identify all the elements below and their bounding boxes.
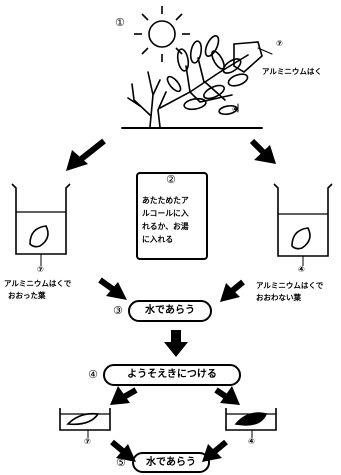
foil-label: アルミニウムはく <box>262 67 322 76</box>
iodine-step: ようそえきにつける <box>103 364 241 386</box>
arrow-to-iodine <box>164 330 188 357</box>
wash-step-1: 水であらう <box>128 300 212 322</box>
step-1-number: ① <box>115 16 125 29</box>
beaker-right <box>273 183 333 266</box>
left-beaker-mark: ⑦ <box>37 265 44 274</box>
heating-text-line-3: れるか、お湯 <box>142 222 189 231</box>
right-beaker-mark: ④ <box>298 265 305 274</box>
arrow-down-right <box>249 138 276 164</box>
arrow-to-wash-right <box>220 279 245 302</box>
arrow-to-wash-left <box>98 277 127 300</box>
step-2-number: ② <box>166 173 176 186</box>
right-caption: アルミニウムはくで おおわない葉 <box>256 280 323 304</box>
arrow-down-left <box>66 138 106 171</box>
step-5-number: ⑤ <box>116 456 126 469</box>
wash-step-2: 水であらう <box>132 452 210 473</box>
foil-mark: ⑦ <box>276 39 283 48</box>
heating-text-line-4: に入れる <box>142 235 174 244</box>
heating-text-line-2: ルコールに入 <box>142 209 189 218</box>
dish-right <box>225 408 277 438</box>
dish-left <box>59 408 111 438</box>
uncovered-leaf-mark: ④ <box>232 105 239 114</box>
left-caption-line-2: おおった葉 <box>8 291 46 300</box>
step-4-number: ④ <box>88 368 98 381</box>
beaker-left <box>11 183 71 266</box>
dish-left-mark: ⑦ <box>84 437 91 446</box>
right-caption-line-2: おおわない葉 <box>256 293 301 302</box>
left-caption-line-1: アルミニウムはくで <box>4 279 72 288</box>
arrow-to-dish-left <box>110 386 138 405</box>
sun-icon <box>134 6 190 62</box>
arrow-to-dish-right <box>214 386 240 405</box>
left-caption: アルミニウムはくで おおった葉 <box>4 278 71 302</box>
right-caption-line-1: アルミニウムはくで <box>256 281 324 290</box>
step-3-number: ③ <box>113 304 123 317</box>
arrow-to-final-left <box>110 439 136 462</box>
plant-icon <box>121 35 273 129</box>
heating-instruction-box: ② あたためたア ルコールに入 れるか、お湯 に入れる <box>136 172 208 260</box>
heating-text-line-1: あたためたア <box>142 196 189 205</box>
dish-right-mark: ④ <box>248 437 255 446</box>
